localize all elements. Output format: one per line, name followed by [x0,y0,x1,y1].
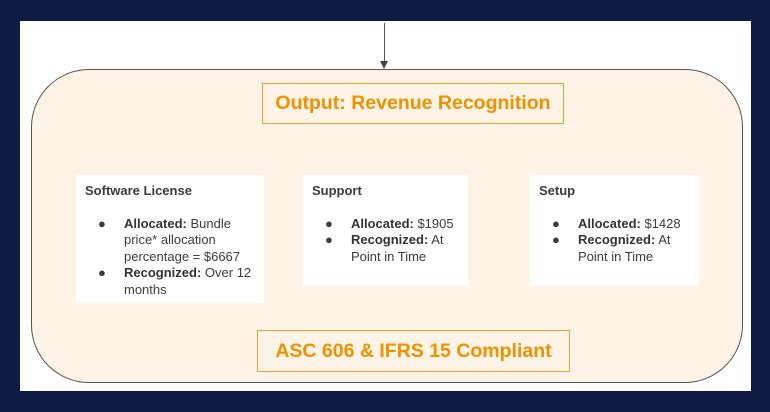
card-title: Software License [85,183,192,198]
setup-card: Setup ● Allocated: $1428 ● Recognized: At … [530,175,699,286]
item-label: Recognized: [578,232,656,247]
list-item: ● Allocated: $1428 [539,216,690,233]
list-item: ● Recognized: Over 12 months [85,265,255,298]
bullet-icon: ● [552,232,560,247]
item-label: Recognized: [124,265,202,280]
bullet-icon: ● [98,215,106,231]
item-text: $1905 [413,215,454,231]
incoming-arrow-line [384,23,385,63]
item-label: Allocated: [351,215,414,231]
list-item: ● Recognized: At Point in Time [539,232,690,265]
item-text: At Point in Time [351,232,444,264]
list-item: ● Recognized: At Point in Time [312,232,459,265]
software-license-card: Software License ● Allocated: Bundle pric… [76,175,264,303]
arrow-down-icon [380,61,388,69]
bullet-icon: ● [325,215,333,231]
bullet-icon: ● [325,232,333,247]
card-title: Support [312,183,362,198]
item-text: Bundle price* allocation percentage = $6… [124,215,241,264]
item-text: $1428 [640,215,681,231]
item-label: Allocated: [124,215,187,231]
item-label: Allocated: [578,215,641,231]
support-card: Support ● Allocated: $1905 ● Recognized: A… [303,175,468,286]
diagram-canvas: Output: Revenue Recognition Software Lic… [20,21,751,391]
item-text: At Point in Time [578,232,671,264]
list-item: ● Allocated: $1905 [312,216,459,233]
card-title: Setup [539,183,576,198]
compliance-footer: ASC 606 & IFRS 15 Compliant [257,330,570,372]
bullet-icon: ● [98,265,106,280]
item-text: Over 12 months [124,265,252,297]
item-label: Recognized: [351,232,429,247]
bullet-icon: ● [552,215,560,231]
output-title: Output: Revenue Recognition [262,83,564,124]
list-item: ● Allocated: Bundle price* allocation per… [85,216,255,266]
